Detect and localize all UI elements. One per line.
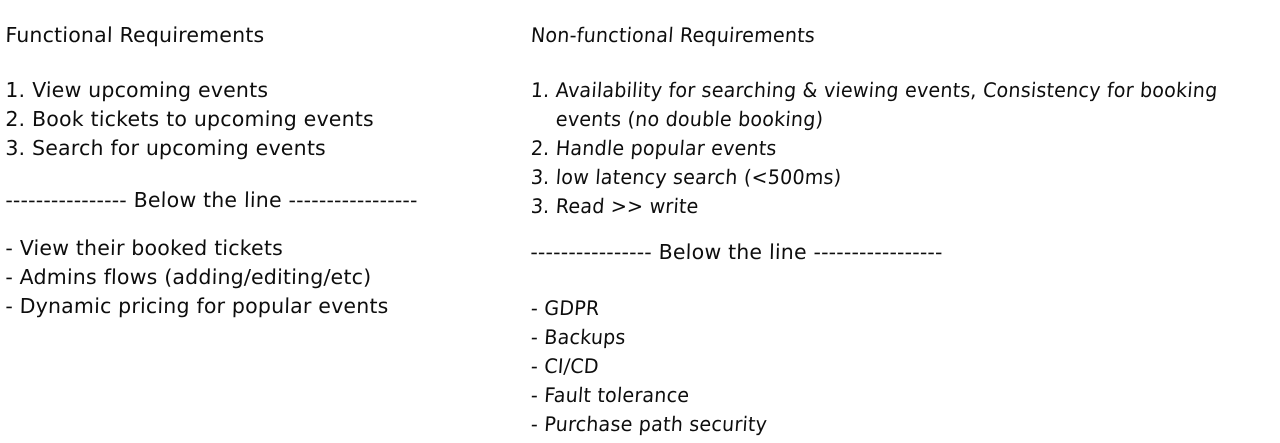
- functional-requirements-heading: Functional Requirements: [5, 23, 265, 47]
- list-item: 1. Availability for searching & viewing …: [530, 78, 1219, 102]
- below-the-line-separator: ---------------- Below the line --------…: [5, 188, 419, 212]
- non-functional-below-the-line-list: - GDPR - Backups - CI/CD - Fault toleran…: [530, 294, 777, 439]
- list-item: 1. View upcoming events: [5, 78, 269, 102]
- list-item: 3. Read >> write: [530, 194, 700, 218]
- list-item: 2. Book tickets to upcoming events: [5, 107, 375, 131]
- functional-below-the-line-list: - View their booked tickets - Admins flo…: [5, 234, 389, 321]
- non-functional-requirements-heading: Non-functional Requirements: [530, 23, 816, 47]
- list-item: - GDPR: [530, 296, 601, 320]
- list-item: 3. Search for upcoming events: [5, 136, 327, 160]
- list-item: - Backups: [530, 325, 627, 349]
- list-item: 3. low latency search (<500ms): [530, 165, 843, 189]
- list-item: - Dynamic pricing for popular events: [5, 294, 389, 318]
- below-the-line-separator: ---------------- Below the line --------…: [530, 240, 944, 264]
- list-item: - CI/CD: [530, 354, 600, 378]
- list-item: - Purchase path security: [530, 412, 768, 436]
- list-item: - View their booked tickets: [5, 236, 284, 260]
- list-item: - Admins flows (adding/editing/etc): [5, 265, 372, 289]
- list-item-continuation: events (no double booking): [555, 107, 825, 131]
- functional-requirements-list: 1. View upcoming events 2. Book tickets …: [5, 76, 374, 163]
- non-functional-requirements-list: 1. Availability for searching & viewing …: [530, 76, 1249, 221]
- list-item: - Fault tolerance: [530, 383, 691, 407]
- list-item: 2. Handle popular events: [530, 136, 778, 160]
